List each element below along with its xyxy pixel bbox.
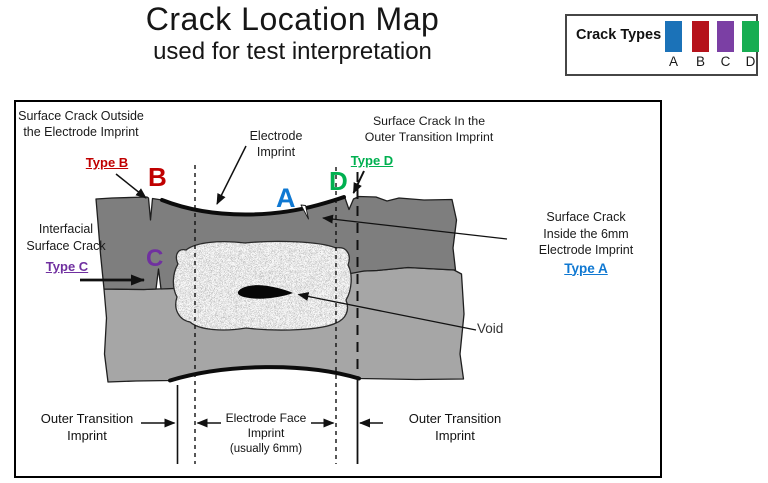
outer-transition-left-label: Outer Transition Imprint (24, 410, 150, 444)
void-shape (237, 285, 293, 299)
electrode-imprint-arrow (216, 145, 247, 205)
crack-c-desc-line1: Interfacial (38, 222, 94, 236)
slide-subtitle: used for test interpretation (153, 38, 432, 65)
title-block: Crack Location Map used for test interpr… (0, 1, 585, 65)
legend-swatch-b (692, 21, 709, 52)
crack-b-arrow (115, 173, 147, 199)
crack-d-letter: D (329, 166, 348, 196)
slide-title: Crack Location Map (145, 1, 440, 37)
crack-a-desc-line3: Electrode Imprint (538, 243, 634, 257)
crack-d-desc-line1: Surface Crack In the (372, 114, 486, 128)
crack-location-diagram: Surface Crack Outside the Electrode Impr… (14, 100, 662, 478)
void-pointer (297, 292, 477, 331)
crack-b-desc-line1: Surface Crack Outside (18, 109, 144, 123)
crack-c-type-label: Type C (45, 259, 89, 274)
crack-a-desc-line2: Inside the 6mm (543, 226, 629, 241)
crack-b-desc-line2: the Electrode Imprint (23, 125, 139, 139)
electrode-imprint-line1: Electrode (249, 129, 303, 143)
crack-a-type-label: Type A (564, 260, 608, 276)
legend-label-d: D (745, 54, 756, 69)
legend-swatch-c (717, 21, 734, 52)
crack-d-desc-line2: Outer Transition Imprint (364, 130, 494, 144)
crack-a-pointer (322, 214, 508, 240)
crack-a-description: Surface Crack Inside the 6mm Electrode I… (510, 209, 662, 277)
void-label: Void (477, 321, 504, 336)
weld-cross-section-drawing (80, 145, 508, 464)
outer-left-line2: Imprint (67, 428, 107, 443)
crack-b-letter: B (148, 162, 167, 192)
legend-label-a: A (668, 54, 678, 69)
outer-right-line1: Outer Transition (408, 411, 502, 426)
outer-right-line2: Imprint (435, 428, 475, 443)
crack-c-description: Interfacial Surface Crack (16, 221, 116, 255)
crack-c-letter: C (146, 245, 164, 272)
legend-title: Crack Types (576, 27, 662, 43)
crack-types-legend: Crack Types A B C D (565, 14, 759, 76)
legend-label-c: C (720, 54, 731, 69)
electrode-face-line2: Imprint (247, 426, 285, 440)
crack-c-desc-line2: Surface Crack (26, 239, 106, 253)
electrode-face-imprint-label: Electrode Face Imprint (usually 6mm) (211, 411, 321, 457)
crack-a-desc-line1: Surface Crack (546, 210, 626, 224)
bottom-imprint-curve (168, 365, 361, 383)
crack-a-letter: A (276, 183, 296, 213)
crack-a-shape (300, 204, 309, 220)
legend-swatch-d (742, 21, 759, 52)
electrode-face-line3: (usually 6mm) (229, 443, 303, 455)
electrode-imprint-line2: Imprint (256, 145, 296, 159)
crack-d-arrow (352, 170, 365, 194)
legend-label-b: B (695, 54, 705, 69)
electrode-imprint-label: Electrode Imprint (238, 128, 314, 160)
legend-swatch-a (665, 21, 682, 52)
crack-b-type-label: Type B (85, 155, 129, 170)
crack-d-type-label: Type D (350, 153, 394, 168)
electrode-face-line1: Electrode Face (225, 411, 307, 425)
outer-left-line1: Outer Transition (40, 411, 134, 426)
crack-d-description: Surface Crack In the Outer Transition Im… (344, 113, 514, 145)
outer-transition-right-label: Outer Transition Imprint (392, 410, 518, 444)
crack-b-description: Surface Crack Outside the Electrode Impr… (18, 108, 144, 140)
